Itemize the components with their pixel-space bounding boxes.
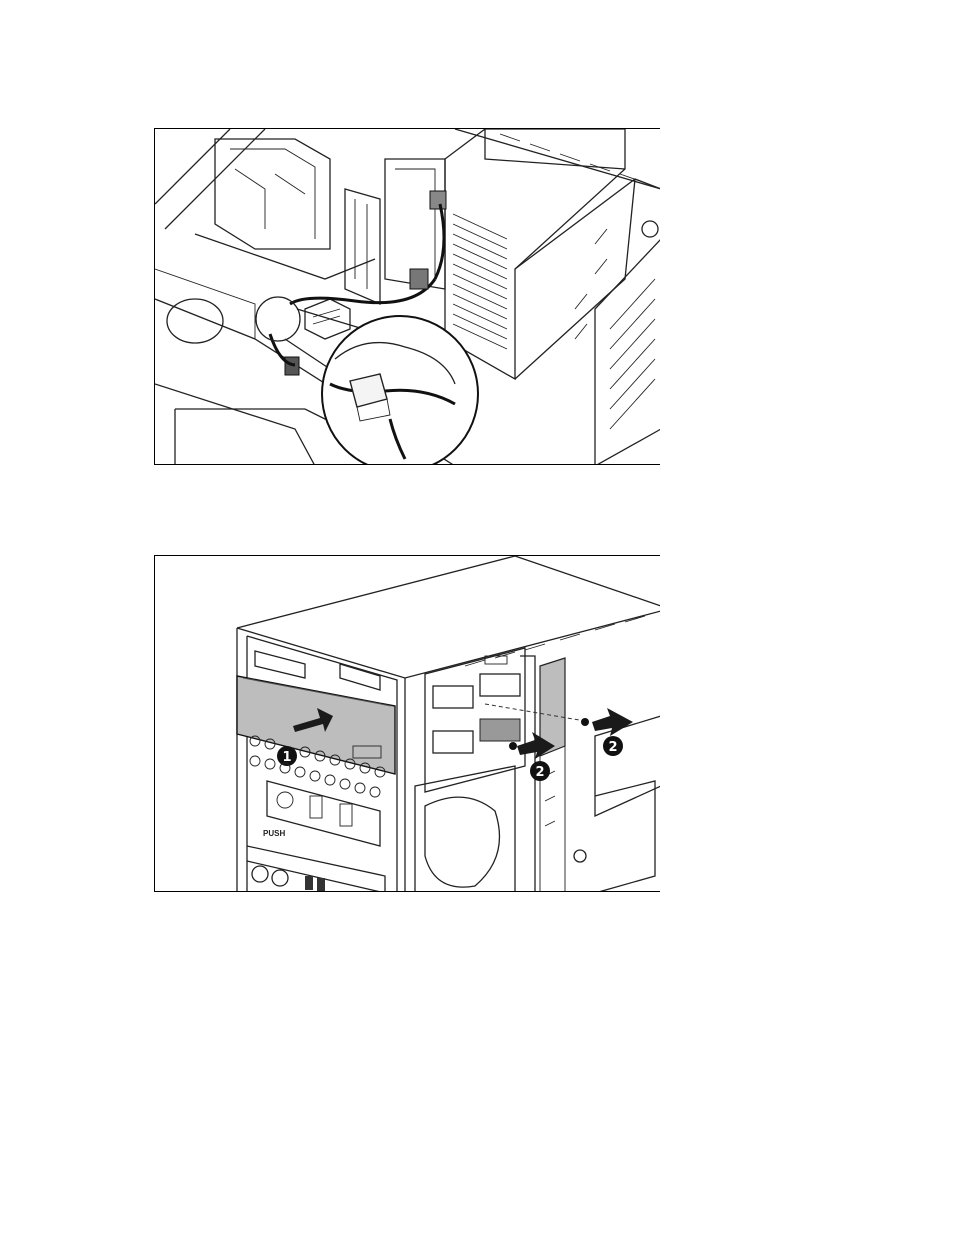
push-label: PUSH xyxy=(263,829,285,838)
fan-cage xyxy=(415,766,515,892)
mounting-screw xyxy=(581,718,589,726)
drive-install-drawing: 1 PUSH xyxy=(155,556,660,892)
rear-fan-grille xyxy=(595,239,660,465)
fan-hub xyxy=(167,299,223,343)
optical-drive-installation-illustration: 1 PUSH xyxy=(154,555,660,892)
callout-2b: 2 xyxy=(530,761,550,781)
chassis-top-edge xyxy=(237,556,660,628)
drive-cage xyxy=(215,139,330,249)
push-arrow-2a xyxy=(592,708,633,736)
motherboard-connector xyxy=(305,299,350,339)
callout-2a: 2 xyxy=(603,736,623,756)
chassis-left-rail xyxy=(155,129,230,204)
svg-text:2: 2 xyxy=(608,740,617,755)
drive-screw xyxy=(509,742,517,750)
svg-text:2: 2 xyxy=(535,765,544,780)
cable-routing-illustration xyxy=(154,128,660,465)
zoom-source-circle xyxy=(256,297,300,341)
slot-bracket xyxy=(345,189,380,304)
cable-routing-drawing xyxy=(155,129,660,465)
rear-bracket xyxy=(595,716,660,816)
psu-vents xyxy=(453,214,507,349)
chassis-right-rail xyxy=(515,179,660,379)
